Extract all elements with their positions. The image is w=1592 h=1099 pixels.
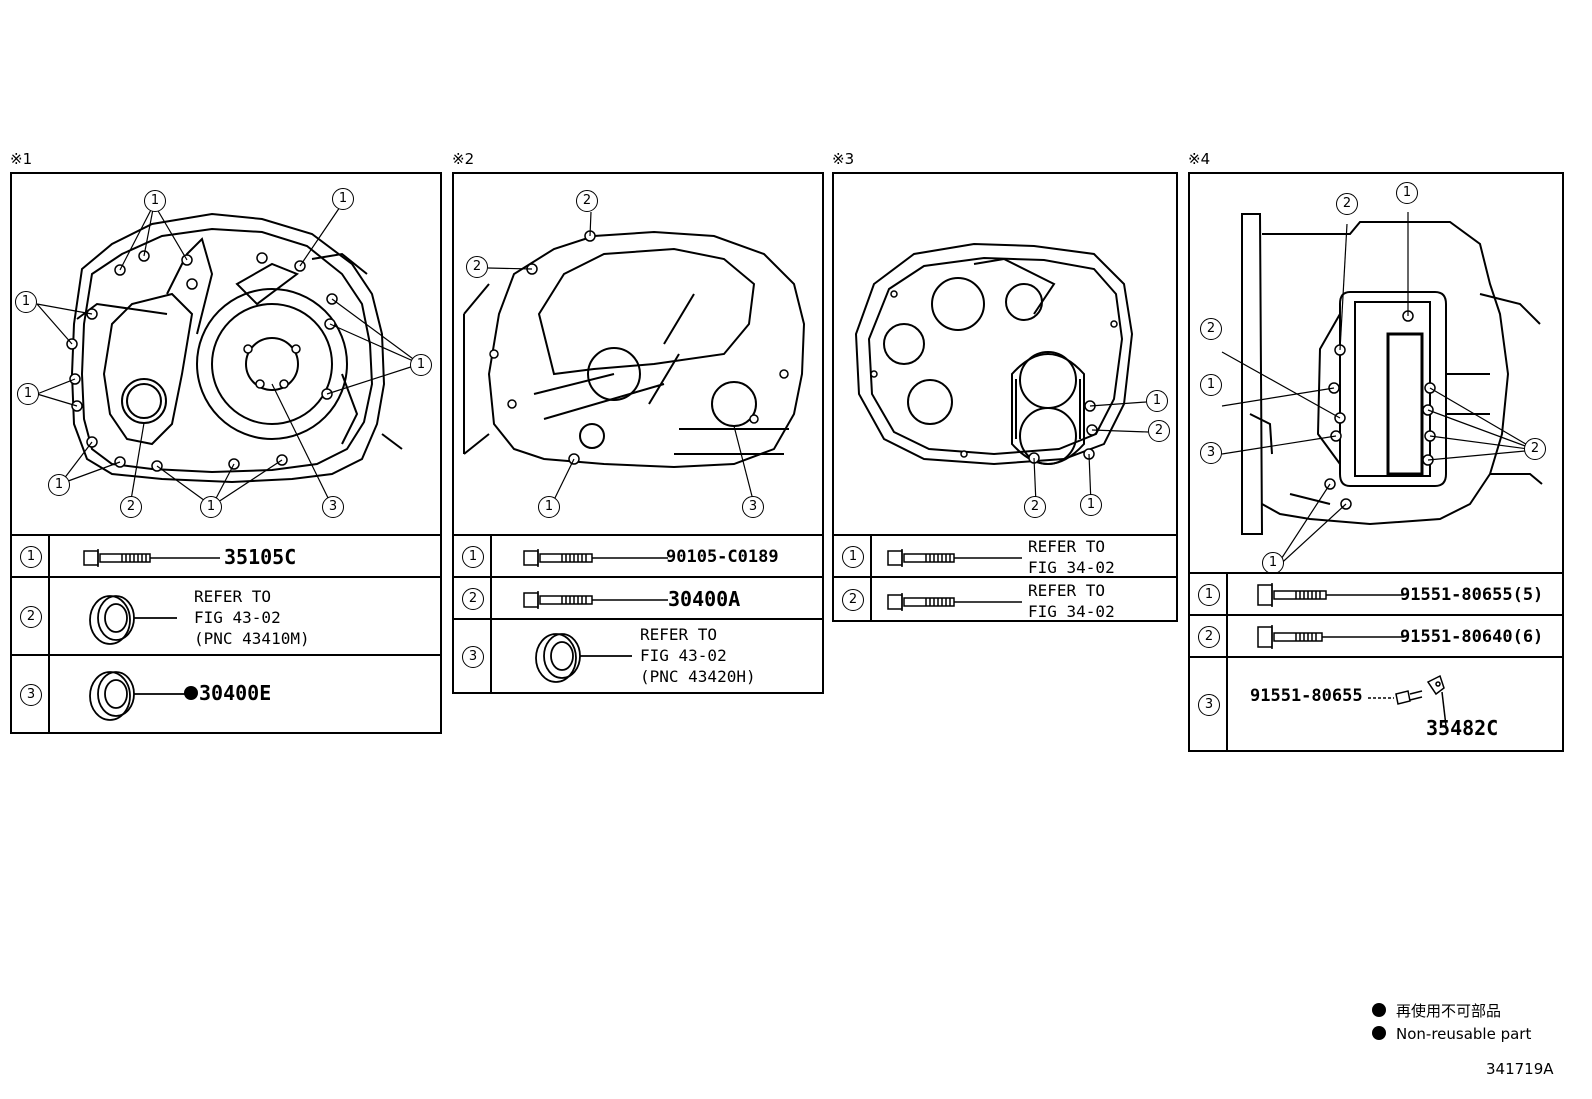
- oil-seal-icon: [89, 671, 186, 721]
- callout-1: 1: [538, 496, 560, 518]
- non-reusable-dot-icon: [1372, 1026, 1386, 1040]
- non-reusable-dot-icon: [184, 686, 198, 700]
- transaxle-case-drawing: 2 2 1 3: [454, 174, 822, 536]
- callout-1: 1: [1262, 552, 1284, 574]
- flange-bolt-icon: [887, 549, 1022, 567]
- row-number: 1: [20, 546, 42, 568]
- part-row: 2 91551-80640(6): [1190, 614, 1562, 658]
- callout-1: 1: [332, 188, 354, 210]
- reference-note: REFER TO FIG 43-02 (PNC 43410M): [194, 587, 310, 648]
- non-reusable-dot-icon: [1372, 1003, 1386, 1017]
- part-number: 91551-80655(5): [1400, 585, 1544, 605]
- callout-1: 1: [1396, 182, 1418, 204]
- part-number: 90105-C0189: [666, 547, 779, 567]
- row-number: 3: [462, 646, 484, 668]
- panel-frame: 2 1 2 1 3 2 1 1 91551-80655(5) 2: [1188, 172, 1564, 752]
- part-row: 1 90105-C0189: [454, 534, 822, 578]
- callout-1: 1: [17, 383, 39, 405]
- part-row: 1 REFER TO FIG 34-02: [834, 534, 1176, 578]
- flange-bolt-icon: [1257, 625, 1404, 649]
- transaxle-housing-drawing: 1 1 1 1 1 1 1 2 3: [12, 174, 440, 536]
- callout-2: 2: [466, 256, 488, 278]
- part-row: 2 REFER TO FIG 34-02: [834, 576, 1176, 622]
- part-row: 2 REFER TO FIG 43-02 (PNC 43410M): [12, 576, 440, 656]
- flange-bolt-icon: [523, 549, 668, 567]
- callout-2: 2: [1336, 193, 1358, 215]
- row-number: 2: [842, 589, 864, 611]
- callout-3: 3: [322, 496, 344, 518]
- legend-item: Non-reusable part: [1372, 1025, 1531, 1050]
- part-row: 3 91551-80655 35482C: [1190, 656, 1562, 752]
- callout-2: 2: [1148, 420, 1170, 442]
- panel-marker: ※2: [452, 150, 475, 168]
- oil-seal-icon: [535, 633, 632, 683]
- reference-note: REFER TO FIG 34-02: [1028, 537, 1115, 577]
- part-row: 3 REFER TO FIG 43-02 (PNC 43420H): [454, 618, 822, 694]
- callout-3: 3: [1200, 442, 1222, 464]
- reference-note: REFER TO FIG 43-02 (PNC 43420H): [640, 625, 756, 686]
- callout-2: 2: [1024, 496, 1046, 518]
- part-row: 3 30400E: [12, 654, 440, 734]
- callout-1: 1: [144, 190, 166, 212]
- flange-bolt-icon: [887, 593, 1022, 611]
- row-number: 2: [462, 588, 484, 610]
- flange-bolt-icon: [83, 549, 220, 567]
- part-row: 1 91551-80655(5): [1190, 572, 1562, 616]
- row-number: 1: [462, 546, 484, 568]
- legend: 再使用不可部品 Non-reusable part: [1372, 1000, 1531, 1050]
- callout-1: 1: [200, 496, 222, 518]
- callout-1: 1: [410, 354, 432, 376]
- callout-2: 2: [1200, 318, 1222, 340]
- part-number: 30400A: [668, 587, 741, 611]
- reference-note: REFER TO FIG 34-02: [1028, 581, 1115, 621]
- row-number: 3: [20, 684, 42, 706]
- legend-item: 再使用不可部品: [1372, 1000, 1531, 1025]
- callout-2: 2: [576, 190, 598, 212]
- row-number: 2: [1198, 626, 1220, 648]
- callout-1: 1: [15, 291, 37, 313]
- callout-2: 2: [120, 496, 142, 518]
- row-number: 1: [1198, 584, 1220, 606]
- part-number: 91551-80655: [1250, 686, 1363, 706]
- flange-bolt-icon: [523, 591, 668, 609]
- panel-frame: 2 2 1 3 1 90105-C0189 2: [452, 172, 824, 694]
- oil-pan-drawing: 2 1 2 1 3 2 1: [1190, 174, 1562, 574]
- panel-marker: ※1: [10, 150, 33, 168]
- flange-bolt-icon: [1257, 583, 1404, 607]
- row-number: 1: [842, 546, 864, 568]
- part-number: 91551-80640(6): [1400, 627, 1544, 647]
- panel-frame: 1 2 2 1 1 REFER TO FIG 34-02 2: [832, 172, 1178, 622]
- transaxle-case-cover-drawing: 1 2 2 1: [834, 174, 1176, 536]
- part-number: 35482C: [1426, 716, 1499, 740]
- part-number: 30400E: [184, 681, 271, 705]
- panel-marker: ※4: [1188, 150, 1211, 168]
- panel-marker: ※3: [832, 150, 855, 168]
- panel-frame: 1 1 1 1 1 1 1 2 3 1 35105C 2: [10, 172, 442, 734]
- callout-3: 3: [742, 496, 764, 518]
- oil-seal-icon: [89, 595, 177, 645]
- callout-1: 1: [48, 474, 70, 496]
- part-row: 2 30400A: [454, 576, 822, 620]
- part-number: 35105C: [224, 545, 297, 569]
- row-number: 2: [20, 606, 42, 628]
- callout-1: 1: [1146, 390, 1168, 412]
- part-row: 1 35105C: [12, 534, 440, 578]
- callout-1: 1: [1200, 374, 1222, 396]
- callout-2: 2: [1524, 438, 1546, 460]
- row-number: 3: [1198, 694, 1220, 716]
- figure-id: 341719A: [1486, 1060, 1554, 1078]
- callout-1: 1: [1080, 494, 1102, 516]
- bolt-with-clamp-icon: [1368, 674, 1447, 727]
